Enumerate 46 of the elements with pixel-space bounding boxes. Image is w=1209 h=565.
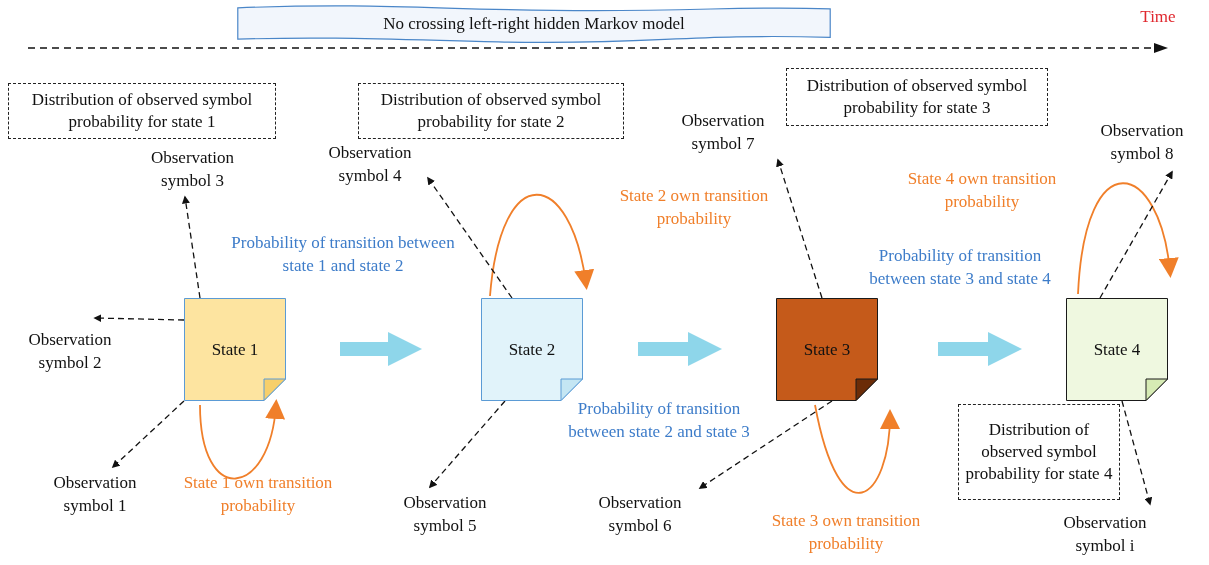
dashed-arrow xyxy=(182,195,201,299)
dashed-arrow xyxy=(93,314,185,323)
node-text: No crossing left-right hidden Markov model xyxy=(383,13,685,36)
dashed-box xyxy=(786,68,1048,126)
observation-label: Observation symbol i xyxy=(1050,510,1160,560)
self-transition-label: State 3 own transition probability xyxy=(770,510,922,555)
observation-label: Observation symbol 5 xyxy=(390,490,500,540)
dashed-arrow xyxy=(1121,400,1153,506)
observation-label: Observation symbol 4 xyxy=(315,140,425,190)
dashed-box xyxy=(958,404,1120,500)
node-text: Distribution of observed symbol probability for state 3 xyxy=(805,74,1029,119)
node-text: Distribution of observed symbol probability for state 2 xyxy=(379,88,603,133)
loop-arrow xyxy=(489,193,594,297)
loop-arrow xyxy=(814,404,900,494)
node-text: Distribution of observed symbol probability for state 4 xyxy=(964,418,1114,486)
state-note: State 4 xyxy=(1066,298,1168,401)
observation-label: Observation symbol 3 xyxy=(135,145,250,195)
loop-arrow xyxy=(199,399,285,480)
self-transition-label: State 4 own transition probability xyxy=(906,168,1058,213)
transition-label: Probability of transition between state 3 and state 4 xyxy=(868,245,1052,290)
observation-label: Observation symbol 7 xyxy=(668,108,778,158)
observation-label: Observation symbol 8 xyxy=(1086,118,1198,168)
dashed-box xyxy=(358,83,624,139)
dashed-arrow xyxy=(111,400,185,469)
loop-arrow xyxy=(1077,182,1178,295)
transition-label: Probability of transition between state 1 and state 2 xyxy=(230,232,456,277)
observation-label: Observation symbol 2 xyxy=(20,327,120,377)
dashed-arrow xyxy=(427,176,513,299)
dashed-arrow xyxy=(1099,170,1173,299)
block-arrow xyxy=(938,332,1022,366)
dashed-arrow xyxy=(698,400,833,489)
node-text: Distribution of observed symbol probability for state 1 xyxy=(30,88,254,133)
state-note: State 1 xyxy=(184,298,286,401)
dashed-arrow xyxy=(428,400,506,489)
block-arrow xyxy=(638,332,722,366)
transition-label: Probability of transition between state 2 and state 3 xyxy=(567,398,751,443)
observation-label: Observation symbol 1 xyxy=(40,470,150,520)
self-transition-label: State 2 own transition probability xyxy=(618,185,770,230)
block-arrow xyxy=(340,332,422,366)
state-note: State 3 xyxy=(776,298,878,401)
dashed-box xyxy=(8,83,276,139)
state-note: State 2 xyxy=(481,298,583,401)
observation-label: Observation symbol 6 xyxy=(585,490,695,540)
dashed-arrow xyxy=(776,158,823,299)
wavy-banner xyxy=(236,5,832,43)
axis-label: Time xyxy=(1139,6,1177,28)
